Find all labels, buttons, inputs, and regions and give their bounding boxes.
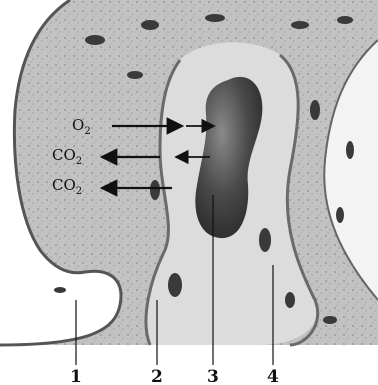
nucleus: [310, 100, 320, 120]
nucleus: [168, 273, 182, 297]
nucleus: [205, 14, 225, 22]
nucleus: [285, 292, 295, 308]
nucleus: [259, 228, 271, 252]
nucleus: [336, 207, 344, 223]
nucleus: [150, 180, 160, 200]
part-label-1: 1: [70, 367, 82, 385]
nucleus: [127, 71, 143, 79]
nucleus: [85, 35, 105, 45]
nucleus: [291, 21, 309, 29]
nucleus: [337, 16, 353, 24]
nucleus: [54, 287, 66, 293]
nucleus: [323, 316, 337, 324]
nucleus: [346, 141, 354, 159]
part-label-4: 4: [267, 367, 279, 385]
part-label-2: 2: [151, 367, 163, 385]
nucleus: [141, 20, 159, 30]
part-label-3: 3: [207, 367, 219, 385]
